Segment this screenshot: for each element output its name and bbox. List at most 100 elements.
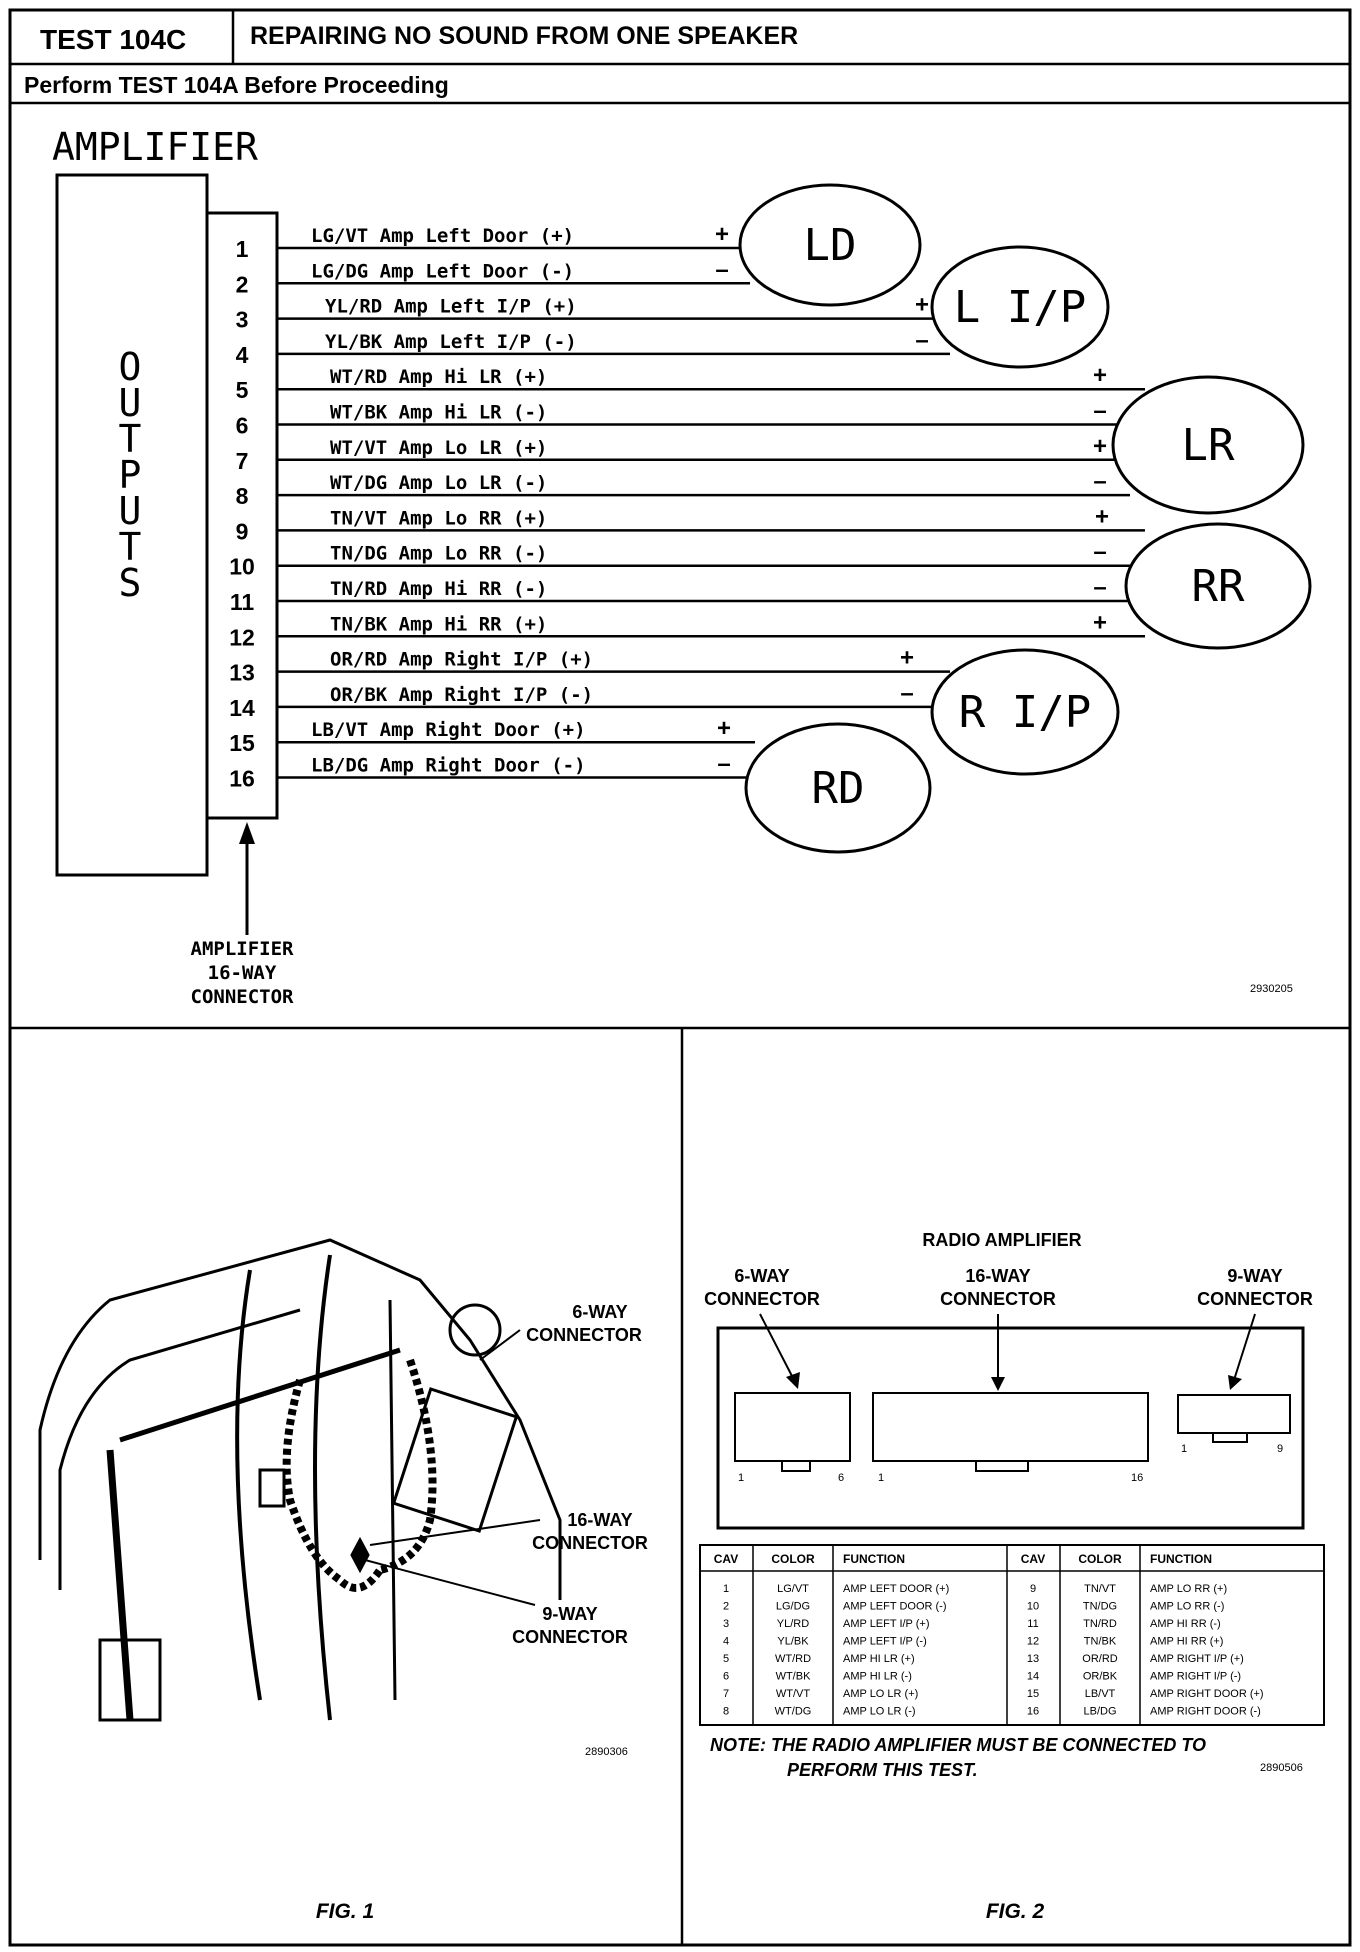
fig1-label-16-way-1: 16-WAY (567, 1510, 632, 1530)
roof-rail (119, 1347, 401, 1443)
table-cell: LG/VT (777, 1583, 809, 1595)
table-cell: 7 (723, 1688, 729, 1700)
outputs-letter: U (119, 489, 142, 533)
schematic-figure-number: 2930205 (1250, 983, 1293, 995)
fig1-label-16-way-2: CONNECTOR (532, 1533, 648, 1553)
wire-label-7: WT/VT Amp Lo LR (+) (330, 437, 547, 459)
table-cell: 1 (723, 1583, 729, 1595)
table-cell: 5 (723, 1653, 729, 1665)
outputs-letter: U (119, 381, 142, 425)
fig2-connector-16 (872, 1392, 1149, 1462)
table-cell: LB/DG (1083, 1706, 1116, 1718)
connector-pin-4: 4 (236, 342, 249, 368)
wiring-harness-2 (378, 1358, 437, 1574)
speaker-label-lr: LR (1182, 420, 1235, 471)
table-cell: AMP LO RR (-) (1150, 1601, 1224, 1613)
table-cell: OR/BK (1083, 1671, 1118, 1683)
outputs-letter: O (119, 345, 142, 389)
table-cell: LB/VT (1085, 1688, 1116, 1700)
fig2-arrow-9 (1233, 1313, 1256, 1381)
table-cell: 3 (723, 1618, 729, 1630)
connector-pin-2: 2 (236, 271, 249, 297)
wire-label-3: YL/RD Amp Left I/P (+) (325, 296, 577, 318)
speaker-ld (738, 183, 922, 307)
test-id: TEST 104C (40, 24, 186, 55)
fig2-9way-1: 9-WAY (1227, 1266, 1282, 1286)
fig1-label-9-way-1: 9-WAY (542, 1604, 597, 1624)
table-cell: WT/DG (775, 1706, 812, 1718)
connector-label-line-3: CONNECTOR (191, 986, 295, 1008)
wire-label-9: TN/VT Amp Lo RR (+) (330, 507, 547, 529)
wire-label-11: TN/RD Amp Hi RR (-) (330, 578, 547, 600)
connector-pin-10: 10 (229, 554, 255, 580)
fig1-label-9-way-2: CONNECTOR (512, 1627, 628, 1647)
connector-pin-11: 11 (230, 589, 255, 615)
connector-pin-15: 15 (229, 730, 255, 756)
amplifier-label: AMPLIFIER (52, 125, 258, 169)
table-cell: AMP LO LR (-) (843, 1706, 916, 1718)
table-header: CAV (1021, 1552, 1045, 1566)
wire-label-13: OR/RD Amp Right I/P (+) (330, 649, 593, 671)
wire-polarity-4: – (915, 327, 928, 354)
fig2-radio-amplifier: RADIO AMPLIFIER 6-WAY CONNECTOR 16-WAY C… (699, 1230, 1325, 1923)
table-cell: 16 (1027, 1706, 1039, 1718)
fig1-figure-number: 2890306 (585, 1746, 628, 1758)
table-cell: AMP HI LR (+) (843, 1653, 915, 1665)
table-cell: AMP LO RR (+) (1150, 1583, 1227, 1595)
fig2-note-line-2: PERFORM THIS TEST. (787, 1760, 978, 1780)
speaker-label-l-i-p: L I/P (954, 282, 1086, 333)
test-title: REPAIRING NO SOUND FROM ONE SPEAKER (250, 22, 798, 50)
fig2-pin-16-start: 1 (878, 1472, 884, 1484)
table-cell: 12 (1027, 1636, 1039, 1648)
pillar-trim (106, 1449, 134, 1721)
fig1-label-6-way-2: CONNECTOR (526, 1325, 642, 1345)
fig1-label-6-way-1: 6-WAY (572, 1302, 627, 1322)
connector-pin-16: 16 (229, 766, 255, 792)
speaker-opening (448, 1303, 502, 1357)
table-cell: AMP RIGHT I/P (-) (1150, 1671, 1241, 1683)
wire-polarity-9: + (1095, 503, 1109, 530)
wire-polarity-6: – (1093, 398, 1106, 425)
fig2-arrow-6 (759, 1313, 794, 1379)
fig2-arrowhead-6 (786, 1372, 800, 1389)
connector-label-line-1: AMPLIFIER (191, 938, 295, 960)
door-seal-1 (235, 1269, 262, 1701)
wire-polarity-10: – (1093, 539, 1106, 566)
fig2-arrowhead-9 (1228, 1375, 1242, 1390)
wiring-harness (282, 1378, 384, 1592)
wire-label-2: LG/DG Amp Left Door (-) (311, 260, 574, 282)
fig2-pin-16-end: 16 (1131, 1472, 1143, 1484)
table-header: CAV (714, 1552, 738, 1566)
speaker-rd (744, 722, 932, 854)
fig2-connector-6-key (781, 1460, 811, 1472)
connector-pin-12: 12 (229, 624, 255, 650)
speaker-label-rd: RD (812, 763, 865, 814)
table-cell: YL/RD (777, 1618, 809, 1630)
wire-polarity-8: – (1093, 468, 1106, 495)
table-cell: TN/VT (1084, 1583, 1116, 1595)
wire-label-5: WT/RD Amp Hi LR (+) (330, 366, 547, 388)
table-header: FUNCTION (1150, 1552, 1212, 1566)
header: TEST 104C REPAIRING NO SOUND FROM ONE SP… (10, 10, 1350, 105)
page-frame (8, 8, 1352, 1947)
connector-pin-8: 8 (236, 483, 249, 509)
table-cell: WT/RD (775, 1653, 811, 1665)
fig2-16way-2: CONNECTOR (940, 1289, 1056, 1309)
table-cell: 10 (1027, 1601, 1039, 1613)
table-cell: 6 (723, 1671, 729, 1683)
harness-plug (258, 1468, 286, 1508)
inner-door-contour (58, 1308, 301, 1590)
fig2-arrowhead-16 (991, 1377, 1005, 1391)
connector-label-line-2: 16-WAY (208, 962, 277, 984)
connector-body (350, 1536, 370, 1574)
table-cell: OR/RD (1082, 1653, 1118, 1665)
table-cell: 2 (723, 1601, 729, 1613)
fig2-16way-1: 16-WAY (965, 1266, 1030, 1286)
wire-label-16: LB/DG Amp Right Door (-) (311, 755, 586, 777)
table-cell: WT/VT (776, 1688, 810, 1700)
connector-arrowhead (239, 822, 255, 844)
outputs-letter: P (119, 453, 142, 497)
